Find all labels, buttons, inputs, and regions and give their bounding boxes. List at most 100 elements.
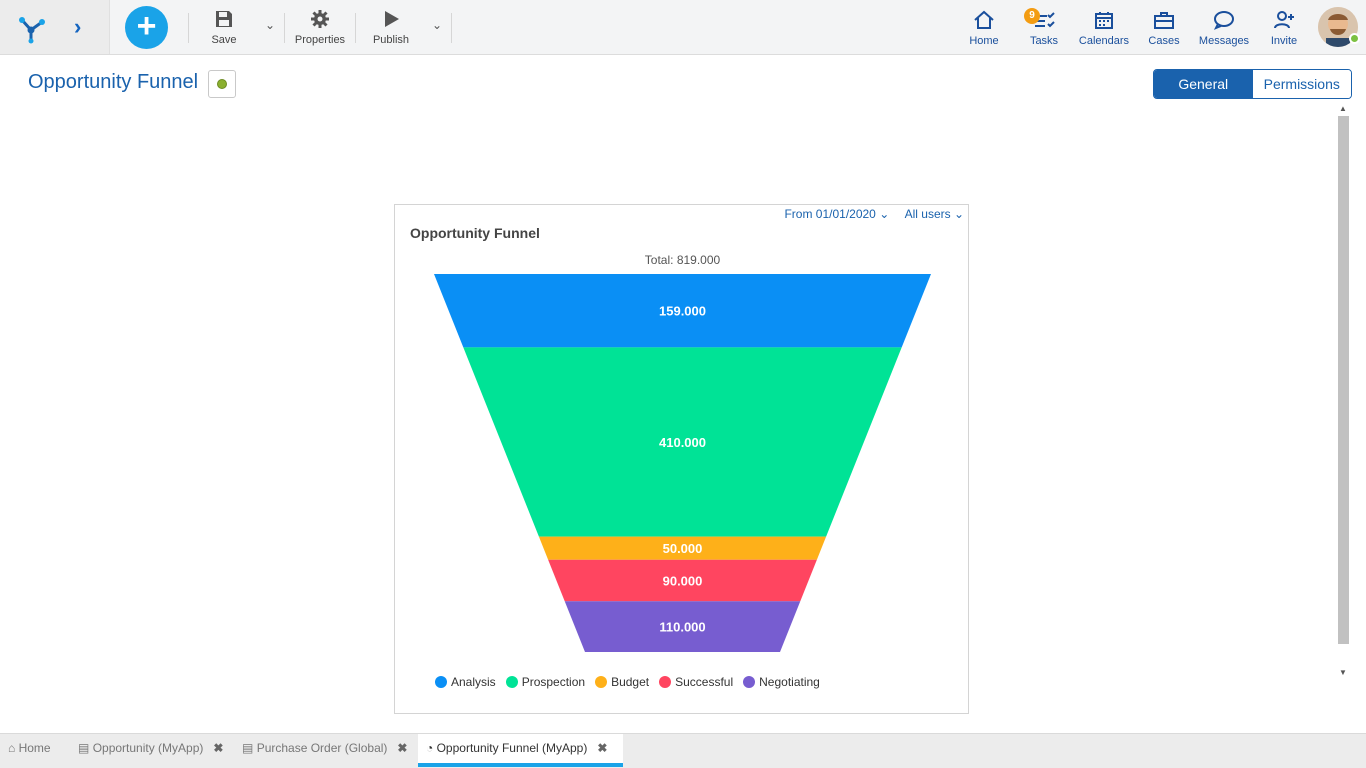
legend-label: Prospection [521, 675, 586, 689]
nav-messages-label: Messages [1198, 35, 1250, 47]
gear-icon [311, 10, 329, 28]
briefcase-icon [1154, 12, 1174, 29]
toolbar-divider [451, 13, 452, 43]
form-icon: ▤ [78, 741, 90, 755]
nav-invite-label: Invite [1270, 35, 1298, 47]
bottom-tab-purchase-order[interactable]: ▤ Purchase Order (Global) ✖ [242, 734, 407, 767]
status-indicator-button[interactable] [208, 70, 236, 98]
chat-bubble-icon [1213, 11, 1234, 30]
bottom-tab-label: Opportunity Funnel (MyApp) [436, 741, 588, 755]
publish-button[interactable]: Publish [368, 8, 414, 46]
add-new-button[interactable]: + [125, 6, 168, 49]
funnel-value-label: 50.000 [663, 541, 703, 556]
add-user-icon [1274, 11, 1294, 29]
publish-label: Publish [372, 34, 410, 46]
save-label: Save [211, 34, 237, 46]
tasks-count-badge: 9 [1024, 8, 1040, 24]
save-dropdown-chevron-icon[interactable]: ⌄ [265, 18, 276, 32]
save-button[interactable]: Save [202, 8, 246, 46]
user-avatar[interactable] [1318, 7, 1358, 47]
home-outline-icon: ⌂ [8, 741, 16, 755]
bottom-tab-opportunity-funnel[interactable]: ◔ Opportunity Funnel (MyApp) ✖ [418, 734, 623, 767]
nav-calendars-label: Calendars [1078, 35, 1130, 47]
page-title: Opportunity Funnel [28, 71, 199, 93]
nav-cases[interactable]: Cases [1144, 8, 1184, 47]
nav-tasks-label: Tasks [1029, 35, 1059, 47]
properties-label: Properties [294, 34, 346, 46]
logo-area: › [0, 0, 110, 54]
nav-home[interactable]: Home [964, 8, 1004, 47]
funnel-value-label: 90.000 [663, 573, 703, 588]
bottom-tab-label: Home [18, 741, 51, 755]
users-filter-label: All users [904, 207, 951, 221]
legend-item-analysis[interactable]: Analysis [435, 675, 496, 689]
legend-item-prospection[interactable]: Prospection [505, 675, 586, 689]
tab-general[interactable]: General [1154, 70, 1253, 98]
close-tab-icon[interactable]: ✖ [397, 741, 408, 755]
legend-label: Negotiating [759, 675, 820, 689]
legend-marker [659, 676, 672, 688]
scrollbar-thumb[interactable] [1338, 116, 1349, 644]
funnel-segment-budget[interactable] [538, 536, 827, 560]
properties-button[interactable]: Properties [290, 8, 350, 46]
funnel-segment-negotiating[interactable] [564, 601, 801, 652]
toolbar-divider [284, 13, 285, 43]
legend-item-successful[interactable]: Successful [659, 675, 733, 689]
funnel-segment-successful[interactable] [548, 559, 817, 602]
legend-label: Successful [675, 675, 734, 689]
bottom-tab-bar: ⌂ Home ▤ Opportunity (MyApp) ✖ ▤ Purchase… [0, 733, 1366, 768]
tab-permissions[interactable]: Permissions [1252, 70, 1351, 98]
chart-title: Opportunity Funnel [410, 225, 540, 241]
bottom-tab-label: Purchase Order (Global) [256, 741, 388, 755]
nav-invite[interactable]: Invite [1264, 8, 1304, 47]
toolbar-divider [355, 13, 356, 43]
chart-total-label: Total: 819.000 [644, 253, 721, 267]
legend-label: Analysis [451, 675, 496, 689]
legend-item-negotiating[interactable]: Negotiating [743, 675, 820, 689]
date-filter-label: From 01/01/2020 [784, 207, 876, 221]
close-tab-icon[interactable]: ✖ [213, 741, 224, 755]
chart-legend: Analysis Prospection Budget Successful Negot… [435, 675, 830, 689]
date-filter-dropdown[interactable]: From 01/01/2020 ⌄ [784, 207, 890, 221]
legend-marker [743, 676, 756, 688]
publish-dropdown-chevron-icon[interactable]: ⌄ [432, 18, 443, 32]
chart-icon: ◔ [426, 741, 434, 755]
scroll-up-arrow-icon[interactable]: ▲ [1339, 104, 1347, 113]
chart-filters: From 01/01/2020 ⌄ All users ⌄ [772, 207, 964, 221]
status-dot-icon [217, 79, 227, 89]
floppy-disk-icon [216, 11, 232, 27]
legend-label: Budget [611, 675, 650, 689]
play-icon [385, 11, 399, 27]
funnel-chart: 159.000 410.000 50.000 90.000 110.000 [434, 274, 931, 652]
nav-tasks[interactable]: Tasks 9 [1024, 8, 1064, 47]
toolbar-divider [188, 13, 189, 43]
legend-marker [595, 676, 608, 688]
calendar-icon [1095, 12, 1113, 29]
close-tab-icon[interactable]: ✖ [597, 741, 608, 755]
nav-home-label: Home [969, 35, 999, 47]
bottom-tab-label: Opportunity (MyApp) [92, 741, 204, 755]
funnel-segment-analysis[interactable] [434, 274, 931, 348]
home-icon [974, 10, 994, 29]
nav-cases-label: Cases [1148, 35, 1180, 47]
legend-item-budget[interactable]: Budget [595, 675, 649, 689]
legend-marker [505, 676, 518, 688]
legend-marker [435, 676, 447, 688]
app-logo-icon[interactable] [14, 10, 48, 44]
view-tabs: General Permissions [1153, 69, 1352, 99]
top-toolbar: › + Save ⌄ Properties Publish ⌄ Home Tas… [0, 0, 1366, 55]
funnel-value-label: 110.000 [659, 620, 705, 635]
users-filter-dropdown[interactable]: All users ⌄ [904, 207, 964, 221]
expand-chevron-icon[interactable]: › [74, 14, 82, 39]
funnel-value-label: 159.000 [659, 304, 706, 319]
nav-calendars[interactable]: Calendars [1078, 8, 1130, 47]
form-icon: ▤ [242, 741, 254, 755]
online-status-indicator [1349, 33, 1360, 44]
bottom-tab-home[interactable]: ⌂ Home [8, 734, 51, 767]
scroll-down-arrow-icon[interactable]: ▼ [1339, 668, 1347, 677]
funnel-value-label: 410.000 [659, 435, 706, 450]
bottom-tab-opportunity[interactable]: ▤ Opportunity (MyApp) ✖ [78, 734, 223, 767]
chart-card: From 01/01/2020 ⌄ All users ⌄ Opportunit… [394, 204, 969, 714]
nav-messages[interactable]: Messages [1196, 8, 1252, 47]
funnel-segment-prospection[interactable] [463, 347, 902, 537]
